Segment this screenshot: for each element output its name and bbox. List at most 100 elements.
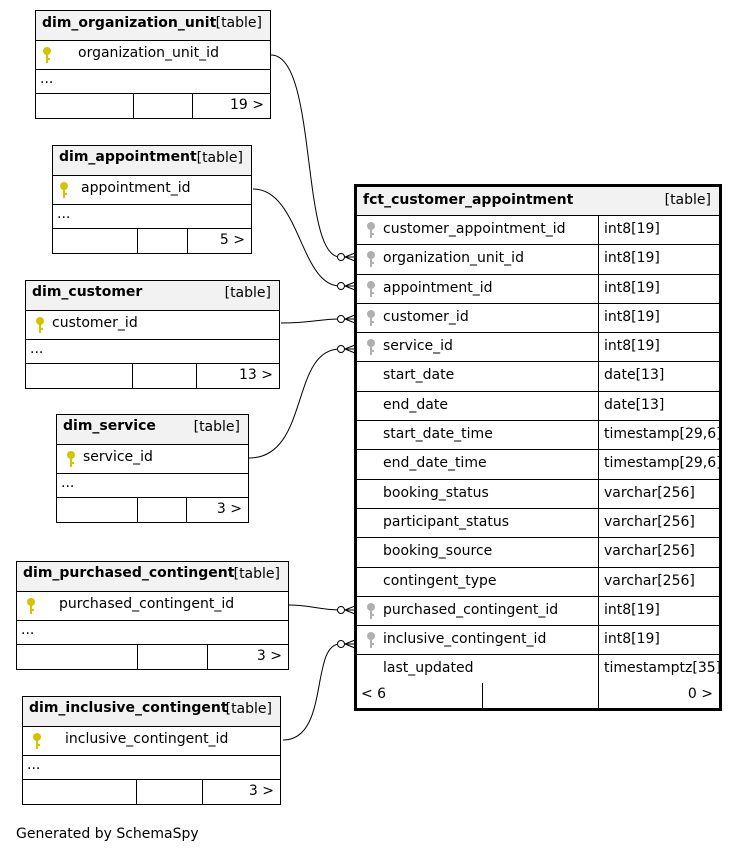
pk-column-name: organization_unit_id: [78, 45, 219, 61]
table-header: dim_appointment [table]: [53, 146, 251, 176]
table-dim-inclusive-contingent[interactable]: dim_inclusive_contingent [table] inclusi…: [22, 696, 281, 805]
column-name: start_date: [383, 367, 455, 384]
pk-column-name: inclusive_contingent_id: [65, 731, 229, 747]
relationship-counts-row: 13 >: [26, 364, 279, 388]
relationship-counts-row: < 6 0 >: [357, 683, 719, 709]
table-name: fct_customer_appointment: [363, 192, 574, 208]
table-name: dim_appointment: [59, 149, 197, 165]
table-dim-organization-unit[interactable]: dim_organization_unit [table] organizati…: [35, 10, 271, 119]
table-dim-appointment[interactable]: dim_appointment [table] appointment_id .…: [52, 145, 252, 254]
foreign-key-icon: [366, 221, 376, 239]
relationship-counts-row: 19 >: [36, 94, 270, 118]
children-count: 19 >: [230, 97, 264, 113]
column-name: last_updated: [383, 660, 474, 677]
column-type: int8[19]: [604, 279, 660, 296]
column-name: end_date: [383, 396, 448, 413]
primary-key-icon: [59, 181, 69, 199]
crowfoot-marker: [344, 252, 356, 262]
table-dim-purchased-contingent[interactable]: dim_purchased_contingent [table] purchas…: [16, 561, 289, 670]
more-columns-row: ...: [36, 70, 270, 94]
foreign-key-icon: [366, 309, 376, 327]
table-name: dim_service: [63, 418, 156, 434]
parents-count: < 6: [361, 686, 387, 703]
column-type: date[13]: [604, 367, 665, 384]
relationship-counts-row: 3 >: [23, 780, 280, 804]
column-divider: [598, 245, 599, 274]
column-type: varchar[256]: [604, 484, 695, 501]
table-kind: [table]: [224, 285, 271, 301]
column-type: timestamp[29,6]: [604, 455, 722, 472]
table-fct-customer-appointment[interactable]: fct_customer_appointment [table] custome…: [354, 184, 722, 712]
column-name: appointment_id: [383, 279, 493, 296]
column-divider: [598, 391, 599, 421]
table-kind: [table]: [215, 15, 262, 31]
relationship-counts-row: 3 >: [57, 498, 248, 522]
column-type: varchar[256]: [604, 572, 695, 589]
relationship-counts-row: 3 >: [17, 645, 288, 669]
edge-end-marker: [337, 345, 345, 353]
children-count: 0 >: [687, 686, 713, 703]
column-row-participant-status: participant_status varchar[256]: [357, 508, 719, 539]
column-divider: [598, 450, 599, 479]
column-divider: [598, 303, 599, 333]
crowfoot-marker: [344, 344, 356, 354]
pk-column-name: customer_id: [52, 315, 138, 331]
pk-row: purchased_contingent_id: [17, 592, 288, 621]
edge-purchased-contingent: [288, 604, 355, 611]
children-count: 3 >: [216, 501, 242, 517]
column-row-organization-unit-id: organization_unit_id int8[19]: [357, 245, 719, 275]
table-kind: [table]: [225, 701, 272, 717]
pk-column-name: purchased_contingent_id: [59, 596, 235, 612]
pk-row: inclusive_contingent_id: [23, 727, 280, 756]
edge-end-marker: [337, 282, 345, 290]
pk-row: customer_id: [26, 311, 279, 340]
column-name: participant_status: [383, 513, 510, 530]
column-type: int8[19]: [604, 250, 660, 267]
primary-key-icon: [32, 732, 42, 750]
table-header: dim_organization_unit [table]: [36, 11, 270, 41]
foreign-key-icon: [366, 338, 376, 356]
table-kind: [table]: [196, 150, 243, 166]
children-count: 3 >: [256, 648, 282, 664]
primary-key-icon: [66, 450, 76, 468]
crowfoot-marker: [344, 639, 356, 649]
generated-by-footer: Generated by SchemaSpy: [16, 826, 199, 842]
primary-key-icon: [42, 46, 52, 64]
column-type: int8[19]: [604, 601, 660, 618]
more-columns-row: ...: [57, 474, 248, 498]
crowfoot-marker: [344, 314, 356, 324]
edge-end-marker: [337, 640, 345, 648]
column-row-appointment-id: appointment_id int8[19]: [357, 274, 719, 304]
table-kind: [table]: [664, 192, 711, 208]
column-type: int8[19]: [604, 338, 660, 355]
table-name: dim_customer: [32, 284, 143, 300]
table-header: dim_purchased_contingent [table]: [17, 562, 288, 592]
table-dim-customer[interactable]: dim_customer [table] customer_id ... 13 …: [25, 280, 280, 389]
column-type: int8[19]: [604, 308, 660, 325]
column-divider: [598, 655, 599, 684]
column-divider: [598, 626, 599, 655]
ellipsis: ...: [40, 71, 54, 87]
foreign-key-icon: [366, 602, 376, 620]
crowfoot-marker: [344, 281, 356, 291]
edge-end-marker: [337, 606, 345, 614]
more-columns-row: ...: [53, 205, 251, 229]
table-dim-service[interactable]: dim_service [table] service_id ... 3 >: [56, 414, 249, 523]
relationship-counts-row: 5 >: [53, 229, 251, 253]
column-divider: [598, 538, 599, 567]
more-columns-row: ...: [23, 756, 280, 780]
column-name: organization_unit_id: [383, 250, 524, 267]
column-divider: [598, 567, 599, 596]
table-kind: [table]: [193, 419, 240, 435]
table-name: dim_inclusive_contingent: [29, 700, 228, 716]
table-header: dim_customer [table]: [26, 281, 279, 311]
column-type: varchar[256]: [604, 513, 695, 530]
foreign-key-icon: [366, 280, 376, 298]
ellipsis: ...: [21, 622, 35, 638]
